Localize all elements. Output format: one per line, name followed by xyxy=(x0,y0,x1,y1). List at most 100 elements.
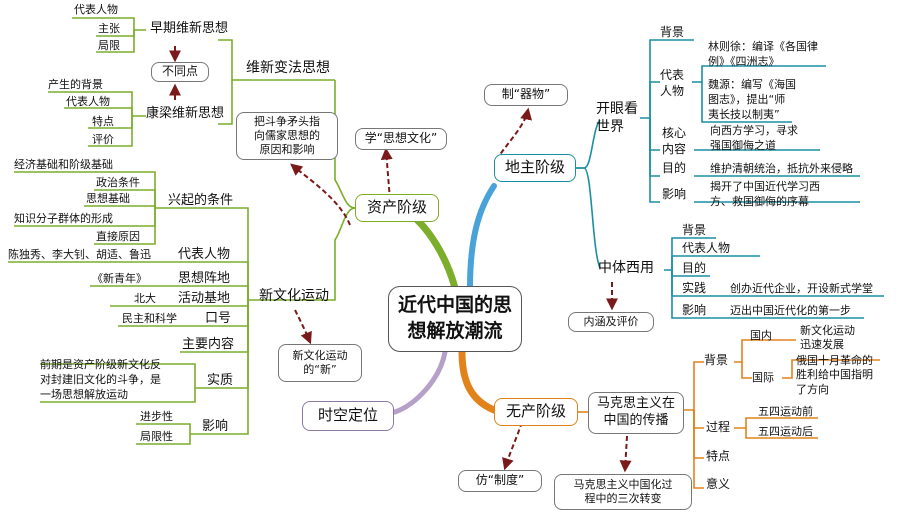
new-culture-label[interactable]: 新文化运动 xyxy=(259,288,329,304)
zhongti-purpose[interactable]: 目的 xyxy=(682,261,707,275)
zhongti-bubble[interactable]: 内涵及评价 xyxy=(568,312,654,332)
nc-position-label[interactable]: 思想阵地 xyxy=(178,271,231,286)
marx-intl-text: 俄国十月革命的 胜利给中国指明 了方向 xyxy=(796,354,873,397)
bourgeois-bubble-label: 学“思想文化” xyxy=(364,131,438,146)
time-position-label: 时空定位 xyxy=(317,406,378,425)
nc-essence-label[interactable]: 实质 xyxy=(207,373,234,388)
eye-impact-text-line2: 方、救国御侮的序幕 xyxy=(710,194,809,208)
difference-node[interactable]: 不同点 xyxy=(151,62,209,82)
central-topic[interactable]: 近代中国的思 想解放潮流 xyxy=(388,286,522,352)
eye-impact[interactable]: 影响 xyxy=(662,187,687,201)
eye-reps-line1: 代表 xyxy=(660,68,685,82)
marx-before: 五四运动前 xyxy=(758,405,813,418)
proletariat-bubble[interactable]: 仿“制度” xyxy=(458,470,542,492)
weiyuan-line1: 魏源：编写《海国 xyxy=(708,78,796,91)
early-reform-label[interactable]: 早期维新思想 xyxy=(150,21,229,36)
marx-bubble[interactable]: 马克思主义中国化过 程中的三次转变 xyxy=(554,474,692,510)
weiyuan-line2: 图志》，提出“师 xyxy=(708,92,786,106)
linzexu-text: 林则徐：编译《各国律 例》《四洲志》 xyxy=(708,40,818,70)
nc-bubble-line1: 新文化运动 xyxy=(292,348,348,362)
eye-opening-line1: 开眼看 xyxy=(596,101,638,117)
cond-political: 政治条件 xyxy=(96,176,140,189)
bourgeois-bubble[interactable]: 学“思想文化” xyxy=(355,128,447,150)
marxism-node[interactable]: 马克思主义在 中国的传播 xyxy=(588,392,684,434)
nc-content-label[interactable]: 主要内容 xyxy=(182,337,235,352)
proletariat-node[interactable]: 无产阶级 xyxy=(494,398,578,426)
kl-item-features: 特点 xyxy=(92,115,114,128)
marxism-line2: 中国的传播 xyxy=(603,413,669,428)
nc-base-label[interactable]: 活动基地 xyxy=(178,291,231,306)
marx-meaning[interactable]: 意义 xyxy=(706,477,731,491)
nc-bubble[interactable]: 新文化运动 的“新” xyxy=(278,344,362,382)
nc-bubble-line2: 的“新” xyxy=(303,363,337,376)
kangliang-reform-label[interactable]: 康梁维新思想 xyxy=(146,106,225,121)
nc-progress: 进步性 xyxy=(140,410,173,423)
nc-slogan-text: 民主和科学 xyxy=(122,312,177,325)
proletariat-bubble-label: 仿“制度” xyxy=(475,473,525,488)
bourgeois-node[interactable]: 资产阶级 xyxy=(355,194,439,222)
nc-base-text: 北大 xyxy=(134,292,156,305)
question-line3: 原因和影响 xyxy=(259,142,315,156)
marx-bubble-line1: 马克思主义中国化过 xyxy=(573,477,673,491)
marx-after: 五四运动后 xyxy=(758,425,813,438)
nc-essence-line3: 一场思想解放运动 xyxy=(40,387,128,401)
weiyuan-line3: 夷长技以制夷” xyxy=(708,107,780,121)
eye-core-text: 向西方学习，寻求 强国御侮之道 xyxy=(710,124,798,154)
kl-item-reps: 代表人物 xyxy=(66,95,110,108)
nc-limit: 局限性 xyxy=(140,430,173,443)
reform-thought-label[interactable]: 维新变法思想 xyxy=(246,60,330,76)
central-topic-line2: 想解放潮流 xyxy=(407,320,503,342)
eye-purpose[interactable]: 目的 xyxy=(662,161,687,175)
zhongti-reps[interactable]: 代表人物 xyxy=(682,241,731,255)
eye-core[interactable]: 核心 内容 xyxy=(662,126,686,157)
zhongti-bg[interactable]: 背景 xyxy=(682,223,707,237)
question-node[interactable]: 把斗争矛头指 向儒家思想的 原因和影响 xyxy=(236,112,338,160)
nc-essence-line1: 前期是资产阶级新文化反 xyxy=(40,358,161,371)
nc-impact-label[interactable]: 影响 xyxy=(202,419,229,434)
landlord-label: 地主阶级 xyxy=(504,158,565,177)
eye-opening-line2: 世界 xyxy=(596,119,624,136)
eye-core-line1: 核心 xyxy=(662,126,687,140)
eye-bg[interactable]: 背景 xyxy=(660,25,685,39)
marx-process[interactable]: 过程 xyxy=(706,420,731,434)
nc-essence-text: 前期是资产阶级新文化反 对封建旧文化的斗争，是 一场思想解放运动 xyxy=(40,358,161,403)
eye-reps[interactable]: 代表 人物 xyxy=(660,68,684,99)
marx-bg[interactable]: 背景 xyxy=(704,353,729,367)
zhongti-label[interactable]: 中体西用 xyxy=(598,260,654,276)
nc-slogan-label[interactable]: 口号 xyxy=(205,311,232,326)
early-item-reps: 代表人物 xyxy=(74,3,118,16)
marx-domestic-line2: 迅速发展 xyxy=(800,338,844,352)
marx-intl[interactable]: 国际 xyxy=(752,371,774,384)
zhongti-impact-text: 迈出中国近代化的第一步 xyxy=(730,304,851,317)
eye-core-text-line1: 向西方学习，寻求 xyxy=(710,124,798,137)
nc-position-text: 《新青年》 xyxy=(92,272,147,285)
zhongti-practice[interactable]: 实践 xyxy=(682,281,707,295)
marx-features[interactable]: 特点 xyxy=(706,449,731,463)
landlord-node[interactable]: 地主阶级 xyxy=(494,154,576,182)
linzexu-line1: 林则徐：编译《各国律 xyxy=(708,40,818,53)
landlord-lines xyxy=(576,39,884,319)
conditions-label[interactable]: 兴起的条件 xyxy=(168,193,234,208)
landlord-bubble[interactable]: 制“器物” xyxy=(484,84,568,106)
eye-impact-text-line1: 揭开了中国近代学习西 xyxy=(710,180,820,193)
kl-item-evaluation: 评价 xyxy=(92,133,114,146)
zhongti-bubble-label: 内涵及评价 xyxy=(583,314,639,328)
cond-intellectuals: 知识分子群体的形成 xyxy=(14,212,113,225)
cond-ideological: 思想基础 xyxy=(86,192,130,205)
proletariat-label: 无产阶级 xyxy=(505,402,566,421)
time-position-node[interactable]: 时空定位 xyxy=(302,401,394,431)
marx-domestic[interactable]: 国内 xyxy=(750,329,772,342)
eye-opening-label[interactable]: 开眼看 世界 xyxy=(596,100,638,136)
zhongti-practice-text: 创办近代企业，开设新式学堂 xyxy=(730,282,873,295)
zhongti-impact[interactable]: 影响 xyxy=(682,303,707,317)
cond-economic: 经济基础和阶级基础 xyxy=(14,158,113,171)
linzexu-line2: 例》《四洲志》 xyxy=(708,54,780,68)
question-line2: 向儒家思想的 xyxy=(254,129,320,143)
early-item-stance: 主张 xyxy=(98,22,120,35)
question-line1: 把斗争矛头指 xyxy=(254,115,320,129)
weiyuan-text: 魏源：编写《海国 图志》，提出“师 夷长技以制夷” xyxy=(708,78,796,123)
trunk-to-proletariat xyxy=(392,348,498,415)
nc-reps-label[interactable]: 代表人物 xyxy=(178,247,231,262)
marx-intl-line2: 胜利给中国指明 xyxy=(796,368,873,382)
